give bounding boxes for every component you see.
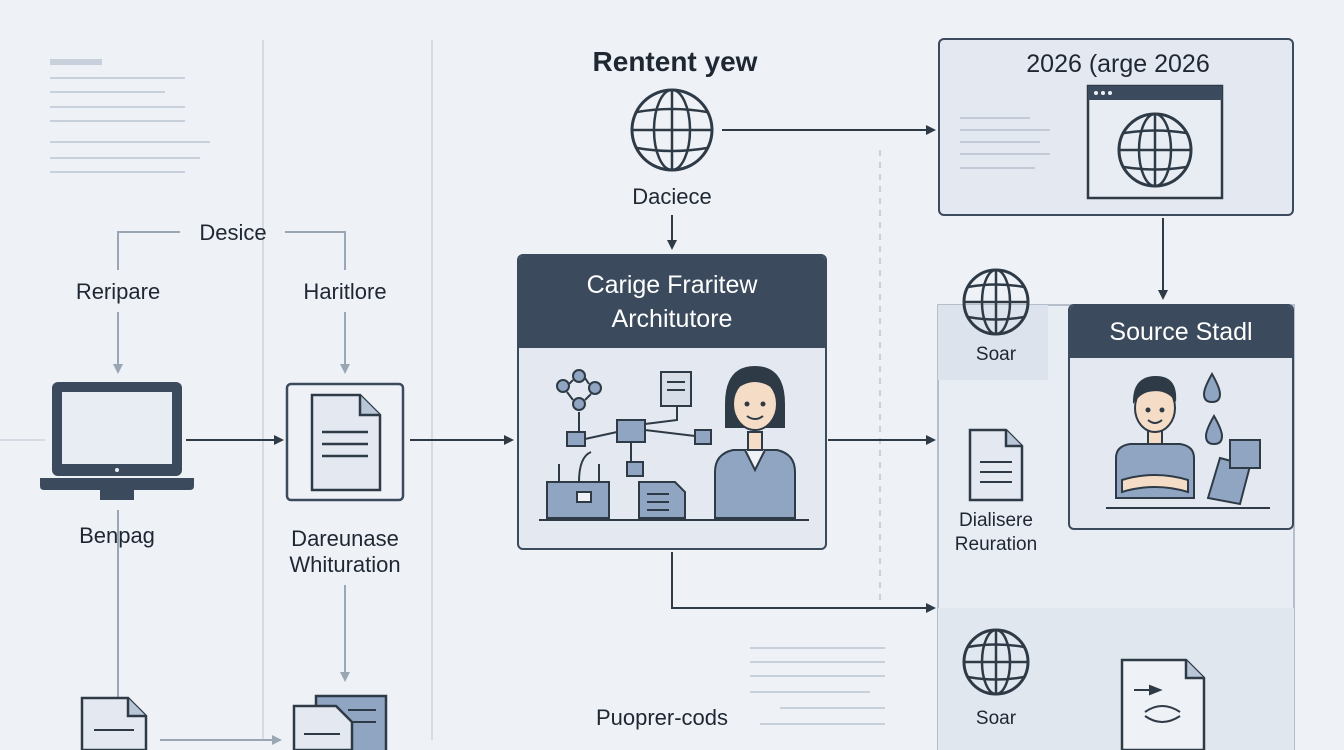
architecture-title-line-1: Carige Fraritew [586, 271, 758, 299]
background-lines [0, 40, 885, 740]
top-title: Rentent yew [592, 46, 758, 77]
column-label-left: Reripare [75, 279, 161, 304]
architecture-card-header: Carige Fraritew Architutore [519, 256, 825, 348]
document-icon [968, 428, 1024, 502]
container-icon [1206, 439, 1261, 506]
source-card: Source Stadl [1068, 304, 1294, 530]
code-file-icon [1120, 658, 1206, 750]
source-card-header: Source Stadl [1070, 306, 1292, 358]
person-icon [1115, 376, 1195, 499]
browser-window-icon [960, 84, 1224, 200]
document-icon [285, 382, 405, 502]
architecture-title-line-2: Architutore [611, 305, 733, 333]
globe-icon [630, 88, 714, 172]
document-label-line-2: Whituration [289, 552, 401, 577]
person-icon [709, 366, 809, 521]
architecture-card: Carige Fraritew Architutore [517, 254, 827, 550]
column-label-right: Haritlore [303, 279, 387, 304]
globe-top-label: Daciece [632, 184, 712, 209]
group-label: Desice [199, 220, 267, 245]
laptop-label: Benpag [79, 523, 155, 548]
document-icon [80, 696, 148, 750]
right-document-label-line-2: Reuration [954, 534, 1038, 555]
globe-icon [962, 268, 1030, 336]
flowchart-icon [539, 369, 712, 521]
bottom-label: Puoprer-cods [595, 705, 729, 730]
laptop-icon [40, 382, 194, 500]
document-stack-icon [292, 694, 388, 750]
water-drop-icon [1202, 371, 1224, 446]
right-globe-label-top: Soar [975, 344, 1017, 365]
architecture-illustration [539, 366, 809, 521]
document-label-line-1: Dareunase [291, 526, 399, 551]
browser-box: 2026 (arge 2026 [938, 38, 1294, 216]
browser-box-title: 2026 (arge 2026 [1026, 50, 1210, 78]
globe-icon [962, 628, 1030, 696]
right-document-label-line-1: Dialisere [959, 510, 1033, 531]
source-illustration [1106, 371, 1270, 509]
group-bracket [113, 231, 350, 750]
right-globe-label-bottom: Soar [975, 708, 1017, 729]
